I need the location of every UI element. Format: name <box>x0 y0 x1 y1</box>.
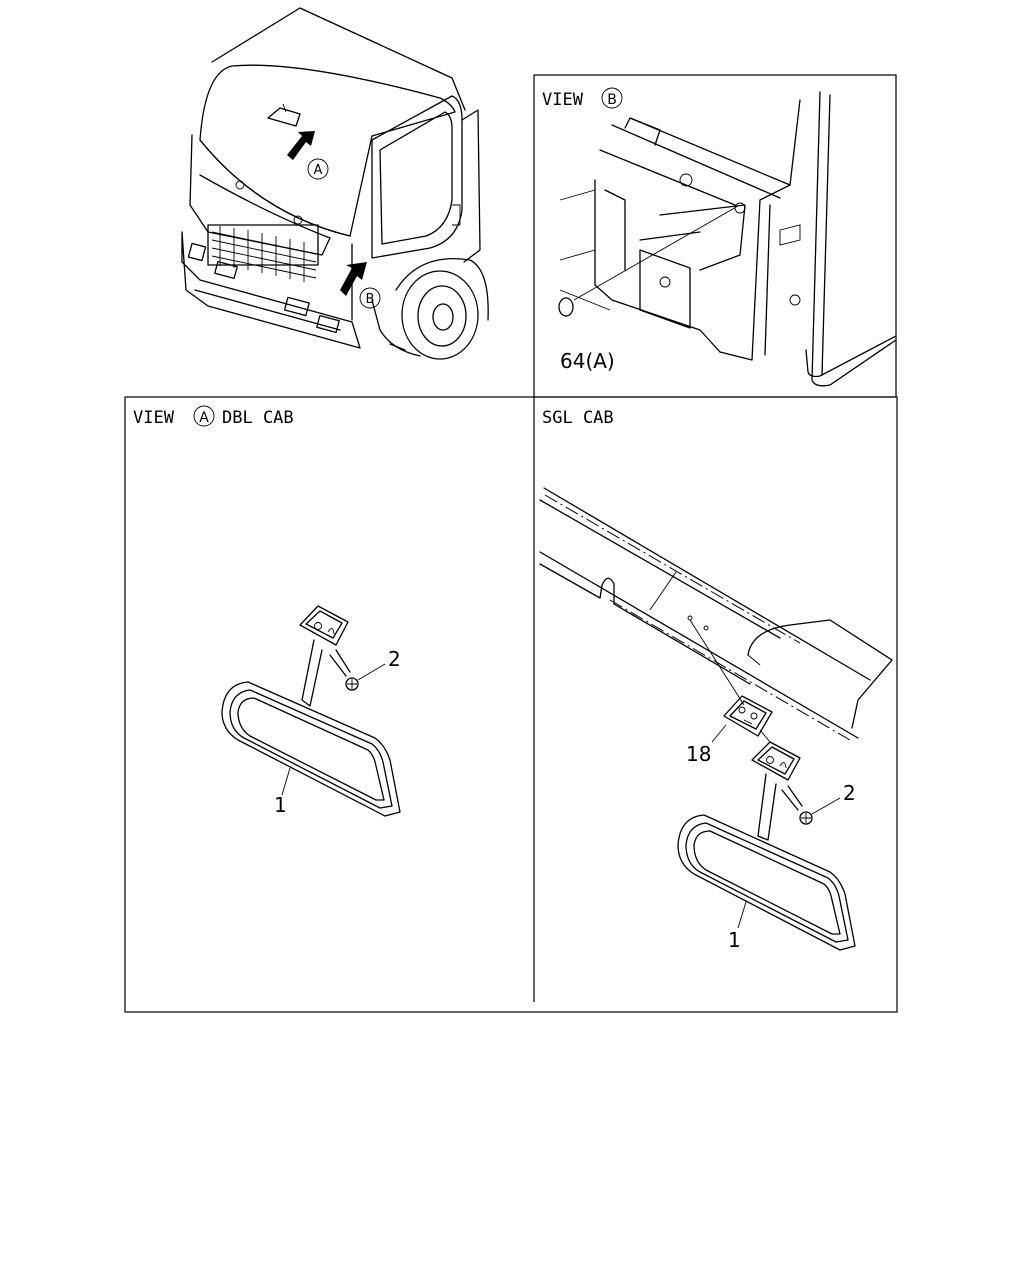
callout-18-sgl: 18 <box>686 742 711 766</box>
callout-1-sgl: 1 <box>728 928 741 952</box>
view-a-title-suffix: DBL CAB <box>222 408 294 428</box>
callout-1-dbl: 1 <box>274 793 287 817</box>
overview-marker-b: B <box>366 292 375 307</box>
rear-view-mirror-sgl <box>677 814 856 951</box>
rear-view-mirror-dbl <box>221 681 401 817</box>
callout-64-a: 64(A) <box>560 349 615 373</box>
view-b-panel: VIEW B 64(A) <box>533 74 897 398</box>
view-a-dbl-cab-panel: VIEW A DBL CAB 2 1 <box>133 405 401 817</box>
mirror-bracket <box>299 605 349 646</box>
view-a-title-prefix: VIEW <box>133 408 175 428</box>
bracket-18 <box>723 695 773 737</box>
view-b-title-prefix: VIEW <box>542 90 584 110</box>
screw-2 <box>345 677 359 691</box>
callout-2-sgl: 2 <box>843 781 856 805</box>
view-b-title-marker: B <box>607 92 617 108</box>
sgl-cab-panel: SGL CAB 18 <box>539 408 893 952</box>
overview-marker-a: A <box>314 163 323 178</box>
lower-frame <box>124 396 898 1013</box>
sgl-cab-title: SGL CAB <box>542 408 614 428</box>
screw-2-sgl <box>799 811 813 825</box>
callout-2-dbl: 2 <box>388 647 401 671</box>
truck-cab-overview: A B <box>181 7 489 360</box>
view-a-title-marker: A <box>199 410 209 426</box>
